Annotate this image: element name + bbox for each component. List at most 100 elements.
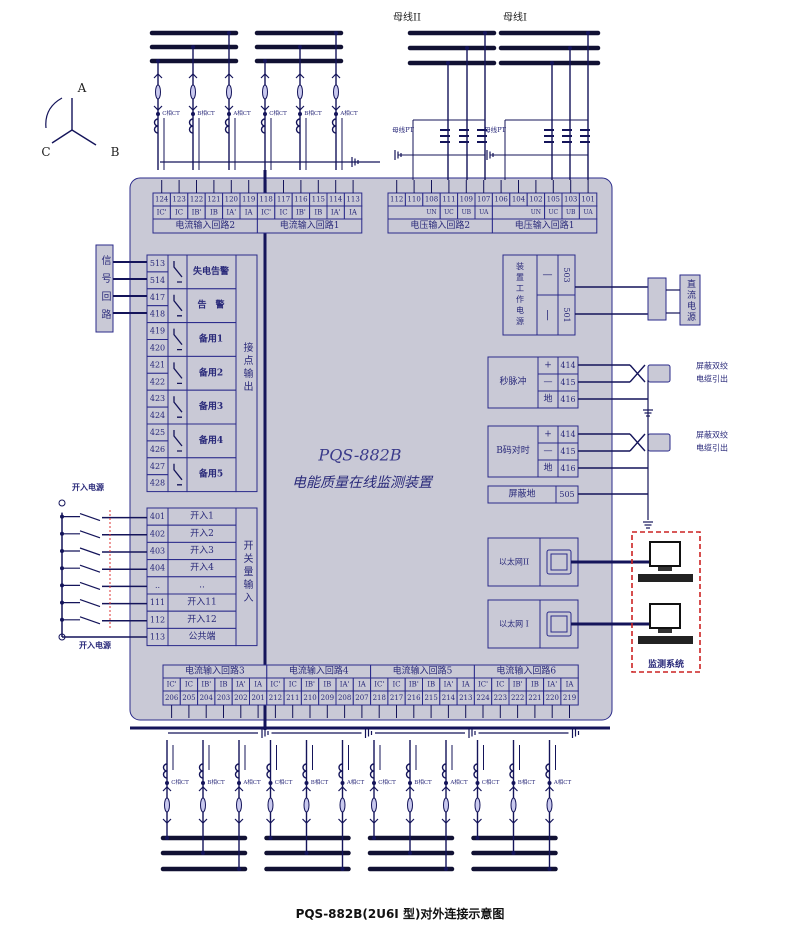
ethernet-label-cell [487, 537, 541, 587]
terminal-phase: IB' [513, 681, 523, 689]
relay-output-label: 备用5 [198, 468, 223, 480]
pt-winding-icon [459, 129, 469, 143]
ct-label: C相CT [482, 778, 500, 786]
terminal-phase: UA [479, 209, 489, 216]
relay-label-cell [186, 254, 237, 290]
ct-label: B相CT [197, 109, 215, 117]
current-transformer-icon [405, 763, 415, 824]
disconnect-chevron [369, 786, 379, 824]
relay-label-cell [186, 355, 237, 391]
junction-dot [268, 781, 273, 785]
current-input-bottom-label: 电流输入回路6 [496, 665, 556, 677]
terminal-number: 223 [494, 694, 507, 702]
ct-coil [234, 763, 240, 779]
terminal-phase: IC' [270, 681, 280, 689]
switch-contact-icon [79, 513, 101, 522]
pulse-label-cell [487, 356, 539, 409]
switch-input-label: 开入12 [187, 614, 216, 625]
bcode-label-cell [487, 425, 539, 478]
pt-winding-icon [440, 129, 450, 143]
relay-contact-icon [173, 396, 183, 418]
terminal-number: 219 [563, 694, 576, 702]
relay-contact-icon [173, 294, 183, 317]
rotation-arrow-icon [45, 97, 63, 129]
ground-icon [571, 728, 580, 738]
relay-output-label: 失电告警 [193, 265, 229, 277]
ethernet-port-inner [550, 553, 568, 571]
junction-dot [201, 851, 205, 855]
junction-dot [201, 781, 205, 785]
junction-dot [304, 851, 309, 855]
ct-coil [545, 763, 550, 779]
relay-side-label: 接点输出 [241, 341, 253, 394]
disconnect-chevron [153, 73, 163, 111]
fuse-icon [267, 797, 274, 813]
terminal-phase: UB [566, 209, 576, 216]
bcode-terminal-number: 414 [560, 430, 575, 439]
terminal-number: 120 [225, 196, 238, 204]
fuse-icon [236, 797, 242, 813]
terminal-number: 113 [346, 196, 359, 204]
ct-label: C相CT [275, 778, 293, 786]
cable-note-line2: 电缆引出 [696, 443, 728, 453]
terminal-number: 209 [321, 694, 334, 702]
ethernet-port-inner [550, 615, 568, 633]
ct-label: B相CT [414, 778, 432, 786]
pulse-sign: — [544, 378, 553, 388]
cable-note-line2: 电缆引出 [696, 374, 728, 384]
junction-dot [334, 112, 338, 116]
disconnect-chevron [473, 786, 482, 824]
current-input-bottom-label: 电流输入回路4 [289, 665, 349, 677]
ct-coil [260, 118, 266, 134]
relay-terminal-number: 514 [150, 276, 165, 285]
ground-icon [468, 728, 476, 738]
disconnect-chevron [162, 786, 172, 824]
terminal-number: 201 [251, 694, 264, 702]
terminal-number: 222 [511, 694, 524, 702]
relay-output-label: 备用1 [198, 333, 223, 345]
terminal-number: 208 [338, 694, 351, 702]
current-transformer-icon [473, 763, 482, 824]
switch-power-top-label: 开入电源 [72, 482, 104, 492]
ct-label: A相CT [553, 778, 572, 786]
ct-coil [441, 763, 447, 779]
disconnect-chevron [338, 786, 347, 824]
fuse-icon [226, 84, 232, 100]
terminal-phase: IB [427, 681, 435, 689]
terminal-number: 210 [303, 694, 316, 702]
junction-dot [191, 112, 195, 116]
ct-label: A相CT [232, 109, 251, 117]
ct-coil [405, 763, 411, 779]
ct-coil [198, 763, 204, 779]
bcode-label: B码对时 [496, 444, 530, 456]
relay-terminal-number: 420 [150, 343, 165, 352]
relay-label-cell [186, 423, 237, 459]
current-transformer-icon [234, 763, 244, 824]
disconnect-chevron [198, 786, 208, 824]
terminal-phase: IB' [305, 681, 315, 689]
current-transformer-icon [338, 763, 347, 824]
terminal-number: 217 [390, 694, 403, 702]
current-transformer-icon [260, 73, 270, 134]
switch-input-label: 开入3 [190, 545, 214, 556]
monitor-stand [658, 567, 672, 571]
switch-input-label: 开入11 [187, 597, 216, 608]
terminal-phase: IA [349, 209, 358, 217]
switch-side-label: 开关量输入 [241, 540, 253, 605]
power-terminal-number: 501 [562, 307, 571, 322]
junction-dot [227, 112, 231, 116]
cable-end-icon [647, 364, 671, 383]
terminal-phase: UC [444, 209, 454, 216]
disconnect-chevron [234, 786, 244, 824]
terminal-phase: IC [289, 681, 297, 689]
current-transformer-icon [224, 73, 234, 134]
pt-winding-icon [580, 129, 590, 143]
monitor-screen [649, 541, 681, 567]
relay-terminal-number: 417 [150, 293, 165, 302]
ct-coil [302, 763, 307, 779]
terminal-group-cell [256, 218, 363, 234]
ct-label: C相CT [171, 778, 189, 786]
junction-dot [156, 112, 160, 116]
switch-terminal-number: 112 [150, 615, 165, 624]
ct-label: B相CT [518, 778, 536, 786]
